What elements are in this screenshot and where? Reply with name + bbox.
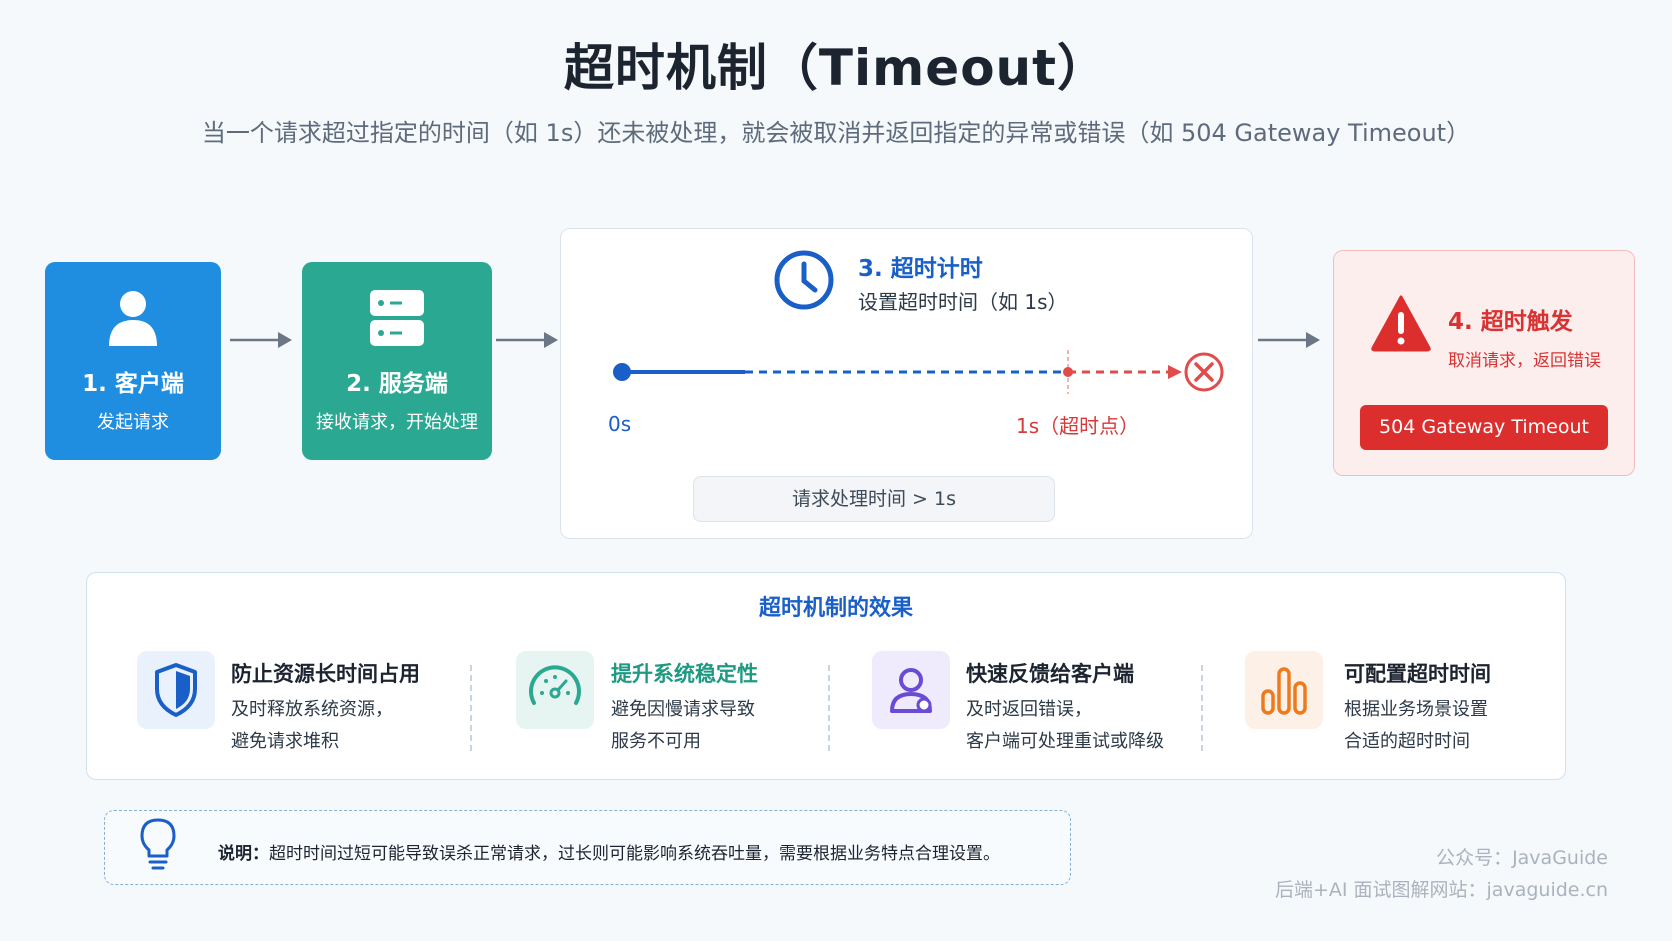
- effect-divider: [470, 665, 472, 751]
- step-server-label: 2. 服务端: [346, 371, 448, 397]
- effect-title-4: 可配置超时时间: [1344, 662, 1491, 686]
- page-title: 超时机制（Timeout）: [563, 39, 1109, 97]
- effects-title: 超时机制的效果: [758, 596, 913, 621]
- lightbulb-icon: [140, 818, 176, 870]
- effect-divider: [1201, 665, 1203, 751]
- timeline-arrowhead: [1168, 365, 1182, 379]
- effect-line-2b: 服务不可用: [611, 731, 701, 752]
- shield-icon: [137, 651, 215, 729]
- error-badge: 504 Gateway Timeout: [1360, 405, 1608, 450]
- note-label: 说明：: [218, 844, 269, 864]
- timer-title: 3. 超时计时: [858, 256, 983, 282]
- step-client-label: 1. 客户端: [82, 371, 184, 397]
- page-subtitle: 当一个请求超过指定的时间（如 1s）还未被处理，就会被取消并返回指定的异常或错误…: [201, 119, 1471, 147]
- effect-line-1a: 及时释放系统资源，: [231, 699, 393, 720]
- note-box: [104, 810, 1071, 885]
- process-time-pill: 请求处理时间 > 1s: [693, 476, 1055, 522]
- effect-title-3: 快速反馈给客户端: [966, 662, 1134, 686]
- step-client-sub: 发起请求: [97, 412, 169, 433]
- arrow-right-icon: [1258, 332, 1320, 348]
- effect-divider: [828, 665, 830, 751]
- user-icon: [109, 291, 157, 346]
- effect-line-4b: 合适的超时时间: [1344, 731, 1470, 752]
- effect-line-4a: 根据业务场景设置: [1344, 699, 1488, 720]
- timeline-timeout-label: 1s（超时点）: [1016, 414, 1140, 438]
- gauge-icon: [516, 651, 594, 729]
- timeline-start-label: 0s: [608, 412, 632, 436]
- user-feedback-icon: [872, 651, 950, 729]
- step-server-card: 2. 服务端 接收请求，开始处理: [302, 262, 492, 460]
- timeout-subtitle: 取消请求，返回错误: [1448, 351, 1601, 371]
- effect-line-3b: 客户端可处理重试或降级: [966, 731, 1164, 752]
- step-server-sub: 接收请求，开始处理: [316, 412, 478, 433]
- effect-title-1: 防止资源长时间占用: [231, 662, 420, 686]
- start-point: [613, 363, 631, 381]
- note-text: 说明：超时时间过短可能导致误杀正常请求，过长则可能影响系统吞吐量，需要根据业务特…: [218, 839, 1000, 864]
- effect-line-2a: 避免因慢请求导致: [611, 699, 755, 720]
- step-client-card: 1. 客户端 发起请求: [45, 262, 221, 460]
- watermark-line-1: 公众号：JavaGuide: [1436, 847, 1608, 869]
- effect-line-1b: 避免请求堆积: [231, 731, 339, 752]
- arrow-right-icon: [230, 332, 292, 348]
- server-icon: [370, 290, 424, 346]
- note-content: 超时时间过短可能导致误杀正常请求，过长则可能影响系统吞吐量，需要根据业务特点合理…: [269, 844, 1000, 864]
- clock-icon: [774, 250, 834, 310]
- timer-subtitle: 设置超时时间（如 1s）: [858, 290, 1068, 314]
- effect-title-2: 提升系统稳定性: [611, 662, 758, 686]
- watermark-line-2: 后端+AI 面试图解网站：javaguide.cn: [1274, 879, 1608, 901]
- arrow-right-icon: [496, 332, 558, 348]
- bar-chart-icon: [1245, 651, 1323, 729]
- warning-icon: [1371, 295, 1431, 352]
- timeout-point: [1063, 367, 1073, 377]
- timeline: [613, 350, 1224, 394]
- cancel-x-icon: [1184, 352, 1224, 392]
- effect-line-3a: 及时返回错误，: [966, 699, 1092, 720]
- timeout-title: 4. 超时触发: [1448, 309, 1573, 335]
